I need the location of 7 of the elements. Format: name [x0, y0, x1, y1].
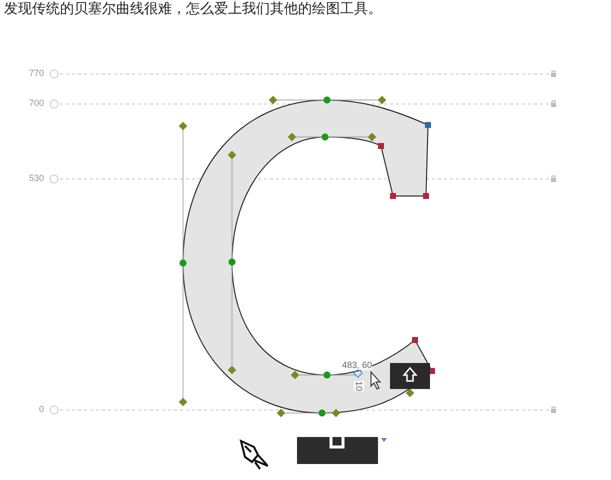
metric-value: 770 — [28, 68, 44, 78]
angle-readout: 10 — [354, 381, 364, 391]
metric-value: 700 — [28, 98, 44, 108]
instruction-text: 发现传统的贝塞尔曲线很难，怎么爱上我们其他的绘图工具。 — [4, 0, 382, 16]
metric-value: 0 — [38, 404, 44, 414]
coordinate-readout: 483, 60 — [342, 360, 372, 370]
metric-value: 530 — [28, 173, 44, 183]
